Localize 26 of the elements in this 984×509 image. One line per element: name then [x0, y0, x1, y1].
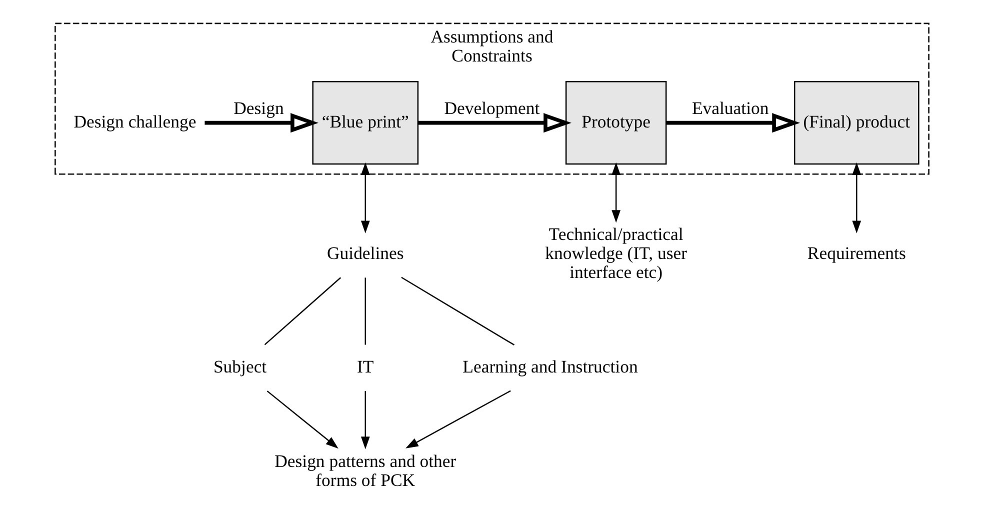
- arrow: [204, 113, 318, 133]
- edge-label: Design: [234, 98, 284, 118]
- node-text: Design patterns and other forms of PCK: [274, 450, 456, 490]
- node-text: Technical/practical knowledge (IT, user interface etc): [545, 224, 688, 282]
- arrow: [360, 391, 370, 450]
- arrow: [406, 390, 511, 448]
- node-box: “Blue print”: [312, 81, 419, 165]
- connector: [264, 277, 342, 346]
- connector: [401, 276, 515, 346]
- edge-label: Development: [444, 98, 540, 118]
- node-box: (Final) product: [794, 81, 920, 165]
- arrow: [612, 162, 621, 223]
- edge-label: Evaluation: [692, 98, 769, 118]
- connector: [364, 278, 366, 345]
- node-text: Learning and Instruction: [462, 356, 638, 376]
- arrow: [852, 162, 862, 234]
- node-text: IT: [357, 356, 374, 376]
- arrow: [666, 113, 800, 133]
- node-box: Prototype: [565, 81, 667, 165]
- arrow: [360, 162, 370, 234]
- arrow: [418, 113, 572, 133]
- node-text: Design challenge: [74, 112, 196, 132]
- node-text: Requirements: [807, 243, 906, 264]
- node-text: Guidelines: [327, 243, 404, 264]
- arrow: [266, 390, 338, 449]
- node-text: Subject: [213, 356, 267, 376]
